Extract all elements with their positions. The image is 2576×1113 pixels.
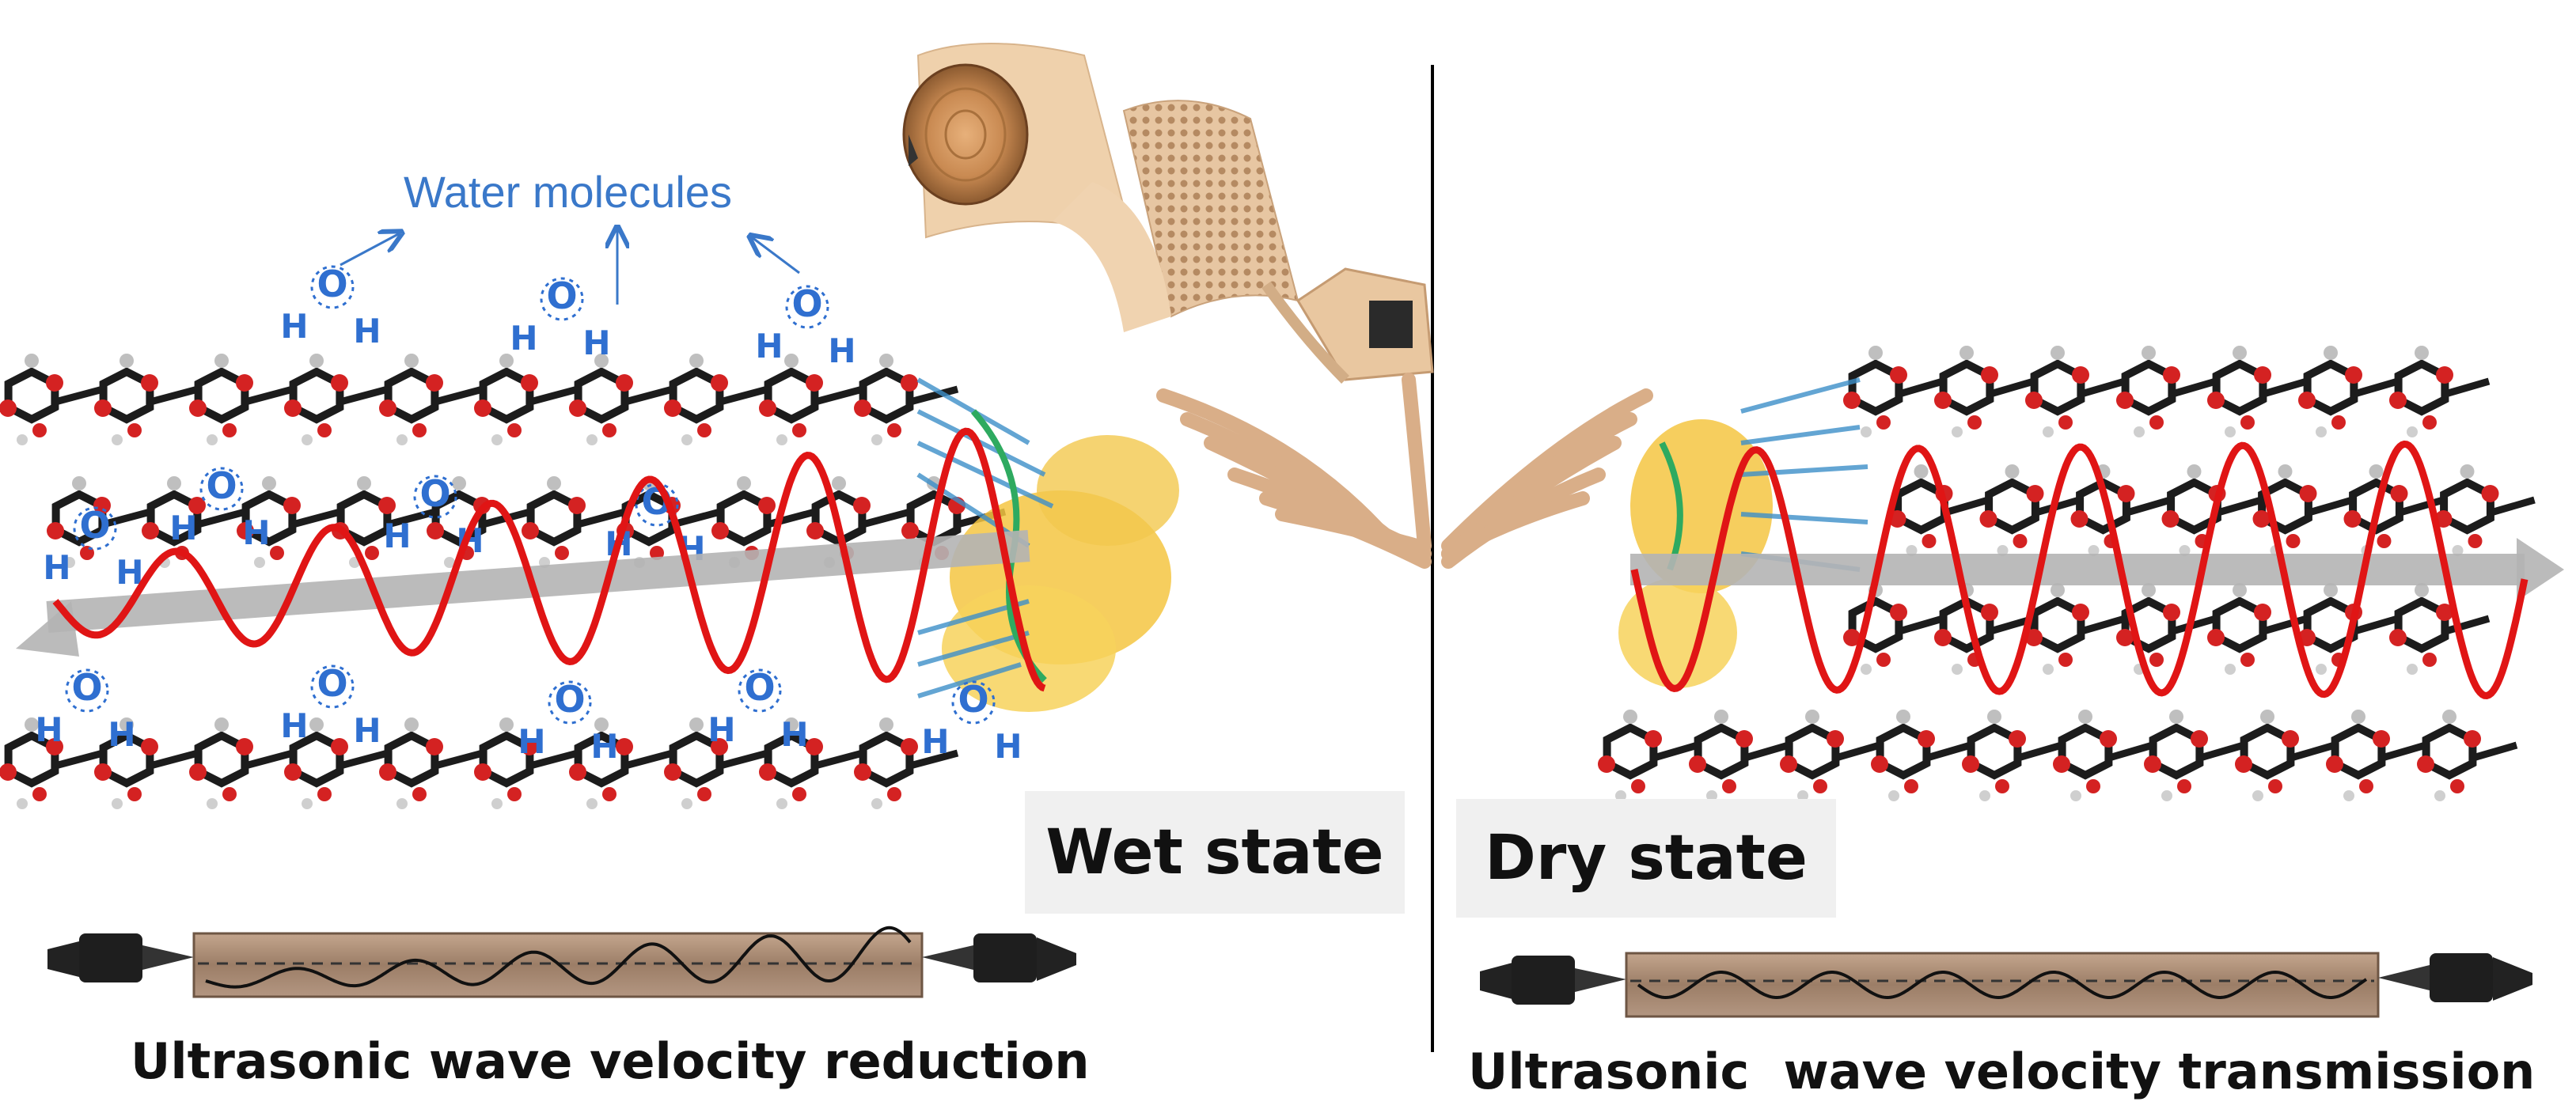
wave-direction-arrow-wet — [46, 530, 1030, 633]
svg-text:H: H — [242, 513, 270, 552]
microfibrils — [1156, 373, 1653, 569]
water-molecule: OH H — [35, 666, 135, 754]
dry-state-label-box: Dry state — [1456, 799, 1836, 918]
svg-text:H: H — [280, 706, 308, 745]
svg-text:O: O — [317, 263, 347, 305]
wet-state-label: Wet state — [1045, 816, 1384, 888]
water-molecule: OH H — [518, 678, 618, 766]
cell-structure-cylinder — [1122, 100, 1299, 318]
svg-text:H: H — [921, 722, 949, 761]
wood-hierarchy-illustration — [902, 43, 1868, 712]
wet-caption: Ultrasonic wave velocity reduction — [131, 1032, 1090, 1090]
svg-text:H: H — [755, 327, 783, 365]
svg-text:O: O — [744, 666, 775, 709]
svg-text:H: H — [582, 324, 610, 362]
water-molecule: OH H — [708, 666, 808, 754]
water-label-arrows — [340, 229, 800, 305]
svg-text:H: H — [383, 517, 411, 555]
water-molecule: OH H — [510, 274, 610, 362]
water-molecule: OH H — [755, 282, 856, 370]
dry-caption: Ultrasonic wave velocity transmission — [1468, 1043, 2536, 1100]
water-molecules-label: Water molecules — [404, 167, 732, 217]
fibril-bundle-right — [1618, 377, 1868, 688]
specimen-bar-dry — [1625, 952, 2380, 1018]
log-cross-section — [902, 63, 1029, 206]
svg-text:O: O — [791, 282, 822, 325]
svg-text:O: O — [79, 504, 110, 547]
svg-text:H: H — [353, 312, 381, 350]
water-molecule: OH H — [280, 662, 381, 750]
svg-text:O: O — [546, 274, 577, 317]
svg-text:O: O — [419, 472, 450, 515]
svg-text:O: O — [554, 678, 585, 721]
svg-text:H: H — [169, 509, 197, 547]
water-molecule: OH H — [169, 464, 270, 552]
svg-text:O: O — [206, 464, 237, 507]
water-molecule: OH H — [921, 678, 1022, 766]
dry-state-label: Dry state — [1485, 823, 1808, 894]
svg-text:O: O — [958, 678, 988, 721]
svg-text:O: O — [317, 662, 347, 705]
svg-text:H: H — [35, 710, 63, 749]
svg-text:O: O — [71, 666, 102, 709]
transducer-assembly-dry — [1480, 952, 2532, 1018]
svg-text:H: H — [280, 307, 308, 346]
svg-text:H: H — [518, 722, 545, 761]
svg-text:H: H — [708, 710, 735, 749]
cellulose-lattice-dry — [1598, 346, 2536, 801]
ultrasonic-wave-wet — [52, 427, 1046, 692]
transducer-assembly-wet — [47, 926, 1076, 998]
svg-text:H: H — [994, 727, 1022, 766]
wet-state-label-box: Wet state — [1025, 791, 1405, 914]
svg-text:H: H — [43, 548, 70, 587]
ultrasonic-wave-dry — [1630, 440, 2529, 700]
svg-text:H: H — [108, 715, 135, 754]
svg-text:H: H — [353, 711, 381, 750]
svg-text:H: H — [780, 715, 808, 754]
water-molecule: OH H — [280, 263, 381, 350]
svg-text:H: H — [828, 331, 856, 370]
svg-text:H: H — [510, 319, 537, 358]
svg-text:H: H — [590, 727, 618, 766]
